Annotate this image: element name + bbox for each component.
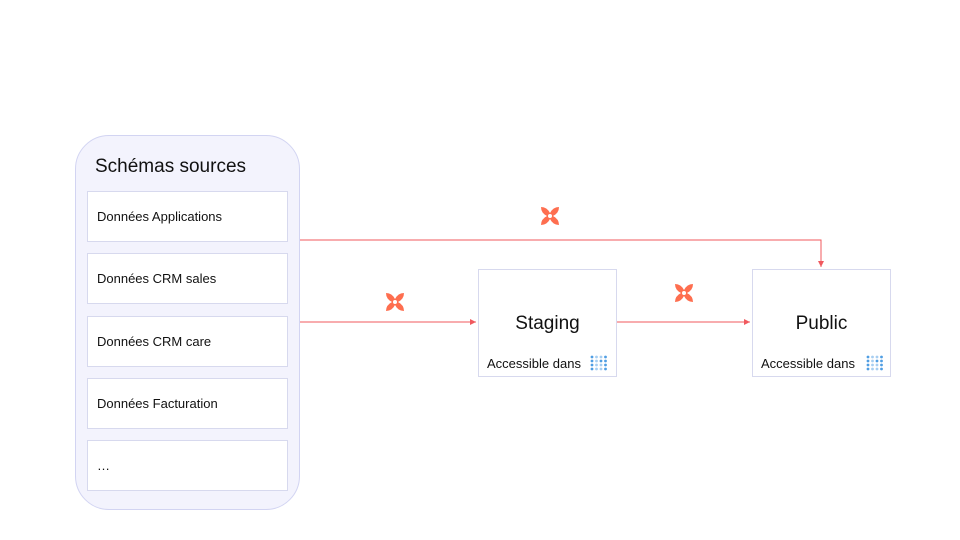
staging-node: Staging Accessible dans — [478, 269, 617, 377]
public-node: Public Accessible dans — [752, 269, 891, 377]
source-item-more: … — [87, 440, 288, 491]
public-subtitle: Accessible dans — [761, 356, 855, 371]
source-item-applications: Données Applications — [87, 191, 288, 242]
public-title: Public — [795, 313, 848, 334]
metabase-icon — [866, 355, 883, 371]
staging-title: Staging — [515, 313, 580, 334]
staging-subtitle: Accessible dans — [487, 356, 581, 371]
metabase-icon — [590, 355, 607, 371]
source-item-facturation: Données Facturation — [87, 378, 288, 429]
dbt-icon — [386, 293, 404, 311]
edge-applications-to-public — [300, 239, 824, 267]
source-item-crm-sales: Données CRM sales — [87, 253, 288, 304]
source-item-crm-care: Données CRM care — [87, 316, 288, 367]
sources-title: Schémas sources — [95, 156, 247, 177]
dbt-icon — [675, 284, 693, 302]
dbt-icon — [541, 207, 559, 225]
